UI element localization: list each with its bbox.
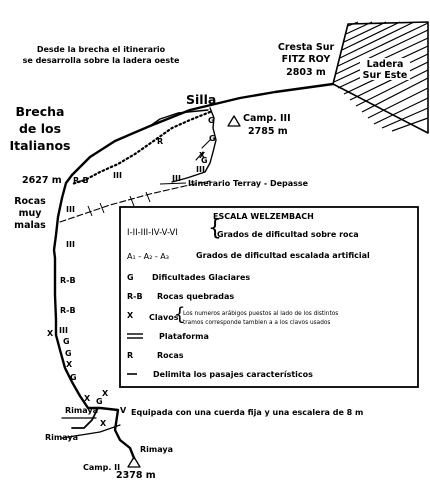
rimaya-label-3: Rimaya (140, 445, 173, 454)
camp3-altitude: 2785 m (248, 126, 288, 137)
east-face-hatch (332, 21, 429, 134)
camp2-altitude: 2378 m (116, 470, 156, 481)
camp2-triangle-icon (127, 456, 141, 468)
x-mark-1: X (199, 151, 206, 160)
clavos-note-1: Los numeros arábigos puestos al lado de … (183, 310, 338, 317)
x-mark-4: X (84, 394, 91, 403)
legend-symbol-4: R-B (127, 292, 143, 301)
g-mark-2: G (209, 134, 216, 143)
rimaya-label-2: Rimaya (45, 433, 78, 442)
legend-text-4: Rocas quebradas (157, 292, 234, 301)
route-left-loop (71, 407, 99, 429)
camp3-name: Camp. III (243, 113, 291, 124)
rocas-malas-line3: malas (14, 220, 46, 231)
legend-symbol-2: A₁ - A₂ - A₃ (127, 252, 169, 261)
clavos-note-2: tramos corresponde tambien a a los clavo… (183, 320, 330, 326)
east-face-label-bg (360, 58, 410, 80)
silla-label: Silla (186, 92, 216, 107)
ridge-lines (70, 82, 335, 183)
legend-symbol-1: I-II-III-IV-V-VI (127, 228, 178, 238)
legend-text-3: Dificultades Glaciares (152, 273, 250, 282)
g-mark-3: G (201, 156, 208, 165)
three-mark-6: III (196, 165, 205, 174)
dashed-traverse-to-terray (59, 180, 211, 223)
r-mark: R (157, 137, 163, 146)
legend-symbol-5: X (127, 311, 134, 320)
legend-text-5: Clavos (149, 313, 179, 322)
three-mark-2: III (172, 174, 181, 183)
summit-line1: Cresta Sur (278, 42, 335, 53)
legend-text-2: Grados de dificultad escalada artificial (196, 251, 370, 260)
x-mark-3: X (66, 360, 73, 369)
rb-mark-3: R-B (60, 306, 76, 315)
terray-route-label: Itinerario Terray - Depasse (188, 179, 309, 188)
v-mark: V (120, 406, 127, 415)
legend-box: ESCALA WELZEMBACH I-II-III-IV-V-VI { Gra… (119, 206, 419, 388)
east-face-line1: Ladera (367, 59, 404, 70)
rocas-malas-line2: muy (19, 208, 43, 219)
legend-symbol-3: G (127, 273, 134, 282)
three-mark-4: III (66, 240, 75, 249)
brecha-line2: de los (19, 121, 61, 136)
main-route-line (52, 173, 136, 460)
east-face-line2: Sur Este (363, 70, 408, 81)
rimaya-crevasse-line (61, 417, 121, 439)
legend-brace-5: { (174, 304, 185, 325)
legend-text-8: Delimita los pasajes característicos (153, 370, 313, 379)
g-mark-7: G (96, 397, 103, 406)
x-mark-6: X (100, 419, 107, 428)
legend-text-7: Rocas (157, 351, 184, 360)
route-marks: R-B R-B R-B III III III III III III G G … (47, 116, 216, 428)
x-mark-2: X (47, 329, 54, 338)
summit-line2: FITZ ROY (282, 54, 331, 65)
legend-title: ESCALA WELZEMBACH (213, 212, 314, 221)
legend-text-1: Grados de dificultad sobre roca (217, 230, 359, 239)
legend-symbol-7: R (127, 351, 133, 360)
intro-note-line2: se desarrolla sobre la ladera oeste (23, 56, 180, 65)
g-mark-6: G (70, 373, 77, 382)
terray-label-leader (159, 182, 187, 185)
brecha-line3: Italianos (10, 138, 71, 153)
three-mark-5: III (59, 326, 68, 335)
rocas-malas-line1: Rocas (14, 196, 46, 207)
legend-brace-1: { (208, 216, 222, 241)
intro-note-line1: Desde la brecha el itinerario (37, 45, 166, 54)
rimaya-label-1: Rimaya (65, 406, 98, 415)
rb-mark-1: R-B (73, 176, 89, 185)
fixed-rope-note: Equipada con una cuerda fija y una escal… (131, 408, 363, 417)
terray-dotted-route (70, 110, 212, 186)
platform-symbol-icon (127, 333, 143, 339)
g-mark-1: G (208, 116, 215, 125)
rb-mark-2: R-B (60, 276, 76, 285)
three-mark-1: III (113, 171, 122, 180)
brecha-altitude: 2627 m (22, 175, 62, 186)
traverse-tick-marks (87, 191, 151, 217)
three-mark-3: III (66, 205, 75, 214)
summit-altitude: 2803 m (286, 67, 326, 78)
g-mark-5: G (65, 349, 72, 358)
brecha-line1: Brecha (16, 104, 65, 119)
camp3-triangle-icon (227, 115, 241, 127)
g-mark-4: G (63, 337, 70, 346)
x-mark-5: X (102, 389, 109, 398)
camp2-name: Camp. II (83, 463, 120, 472)
legend-text-6: Plataforma (159, 332, 209, 341)
